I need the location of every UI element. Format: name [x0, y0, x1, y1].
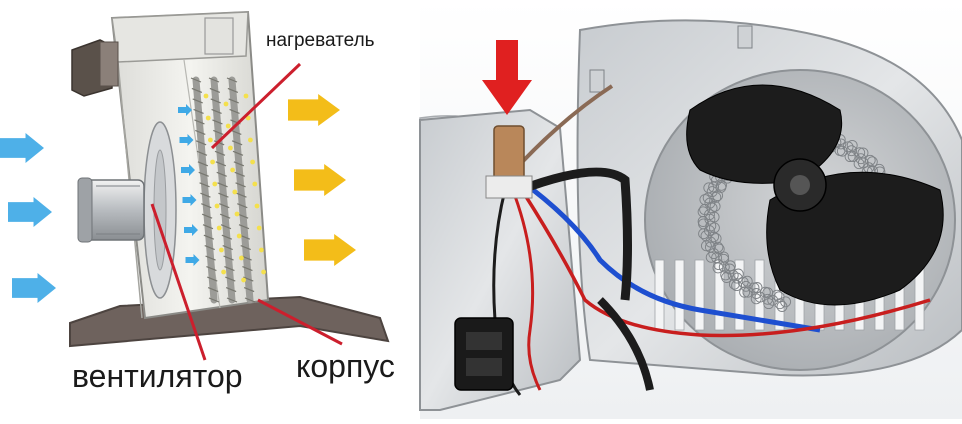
heat-dot — [236, 233, 242, 239]
coil-rod — [210, 76, 236, 304]
heat-dot — [208, 137, 213, 143]
screw-posts — [589, 25, 753, 93]
coil-rod — [192, 76, 218, 304]
power-switch — [454, 317, 514, 391]
heat-dot — [245, 115, 251, 121]
inner-arrow — [185, 254, 200, 266]
heat-dot — [254, 203, 260, 209]
heat-dot — [203, 93, 209, 99]
heat-dots — [203, 93, 266, 283]
motor — [77, 177, 145, 243]
outflow-arrow — [288, 94, 340, 126]
inner-arrow — [184, 224, 198, 236]
inner-arrow — [178, 104, 192, 116]
heater-pointer-line — [210, 62, 302, 150]
body-pointer-line — [257, 298, 343, 346]
inner-airflow-arrows — [178, 104, 200, 266]
heat-dot — [239, 255, 244, 261]
terminal-block — [485, 125, 533, 199]
opened-heater-photo — [419, 0, 962, 419]
highlight-arrow — [482, 40, 532, 115]
heat-dot — [228, 145, 233, 151]
inflow-arrows — [0, 133, 56, 303]
heat-dot — [256, 225, 262, 231]
vent-slot — [694, 259, 705, 331]
heat-dot — [234, 211, 240, 217]
heat-dot — [243, 93, 249, 99]
inner-arrow — [182, 194, 197, 206]
heat-dot — [214, 203, 220, 209]
heat-dot — [221, 269, 227, 275]
heat-dot — [212, 181, 218, 187]
coil-rod — [228, 76, 254, 304]
outflow-arrow — [304, 234, 356, 266]
outflow-arrows — [288, 94, 356, 266]
heat-dot — [261, 269, 266, 275]
inner-arrow — [181, 164, 195, 176]
inflow-arrow — [8, 197, 52, 227]
inflow-arrow — [12, 273, 56, 303]
inner-arrow — [179, 134, 194, 146]
outflow-arrow — [294, 164, 346, 196]
fan-label: вентилятор — [72, 358, 243, 394]
fan-pointer-line — [150, 203, 207, 361]
vent-slot — [674, 259, 685, 331]
fan-assembly — [686, 84, 944, 306]
heater-coils — [190, 76, 256, 304]
heat-dot — [219, 247, 224, 253]
heat-dot — [210, 159, 216, 165]
heat-dot — [205, 115, 211, 121]
heat-dot — [241, 277, 247, 283]
heat-dot — [259, 247, 264, 253]
heater-label: нагреватель — [266, 30, 375, 51]
heat-dot — [252, 181, 258, 187]
control-knob — [71, 39, 119, 97]
heat-dot — [223, 101, 229, 107]
inflow-arrow — [0, 133, 44, 163]
heater-schematic — [0, 10, 390, 361]
heat-dot — [248, 137, 253, 143]
body-label: корпус — [296, 348, 395, 384]
heat-dot — [230, 167, 236, 173]
heat-dot — [225, 123, 231, 129]
heat-dot — [250, 159, 256, 165]
heat-dot — [216, 225, 222, 231]
heat-dot — [232, 189, 238, 195]
